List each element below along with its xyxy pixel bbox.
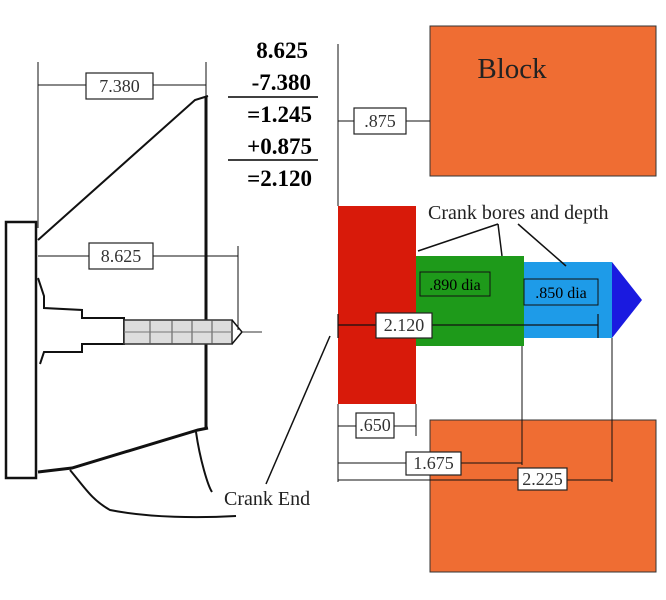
crank-end-label: Crank End [224, 488, 310, 510]
dim-7380-label: 7.380 [99, 76, 140, 96]
dim-2120-box [375, 312, 433, 339]
dim-2225-box [517, 467, 568, 491]
block-lower [429, 419, 657, 573]
dim-850-box [523, 278, 599, 306]
lower-cone-edge [37, 426, 209, 474]
calc-line-4: +0.875 [247, 134, 312, 159]
block-label: Block [477, 53, 547, 85]
leader-to-bore-890 [497, 223, 503, 257]
calculation: 8.625 -7.380 =1.245 +0.875 =2.120 [228, 38, 318, 191]
shaft-housing [37, 277, 125, 365]
dim-875-label: .875 [364, 111, 396, 131]
drill-tip [612, 262, 642, 338]
crank-sketch [4, 95, 262, 519]
calc-line-5: =2.120 [247, 166, 312, 191]
dim-7380-box [85, 72, 154, 100]
dim-890-box [419, 271, 491, 297]
dim-2120-label: 2.120 [384, 315, 425, 335]
skirt-inner [195, 431, 213, 493]
dim-8625-box [88, 242, 154, 270]
leader-to-bore-850 [517, 223, 567, 267]
dim-1675-label: 1.675 [413, 453, 454, 473]
dim-850-label: .850 dia [535, 285, 587, 302]
bottom-dimension-lines [337, 338, 613, 482]
leader-to-crank-end [417, 223, 499, 252]
base-flange [4, 220, 38, 480]
crank-end-leader [265, 335, 331, 485]
left-dimension-lines [37, 62, 239, 330]
bore-890 [416, 256, 524, 346]
skirt-curve [69, 469, 237, 519]
dim-8625-label: 8.625 [101, 246, 142, 266]
dim-2225-label: 2.225 [522, 469, 563, 489]
stud-tip [231, 319, 243, 345]
calc-line-1: 8.625 [256, 38, 308, 63]
dim-650-box [355, 412, 395, 439]
dim-890-label: .890 dia [429, 277, 481, 294]
crank-bores-label: Crank bores and depth [428, 202, 609, 224]
calc-line-3: =1.245 [247, 102, 312, 127]
crank-bores-leaders [417, 223, 567, 267]
dim-650-label: .650 [359, 415, 391, 435]
dim-1675-box [405, 451, 462, 476]
calc-line-2: -7.380 [252, 70, 311, 95]
crank-end-part [338, 206, 416, 404]
upper-cone-edge [37, 95, 209, 241]
block-upper [429, 25, 657, 177]
dim-875-box [353, 107, 407, 135]
